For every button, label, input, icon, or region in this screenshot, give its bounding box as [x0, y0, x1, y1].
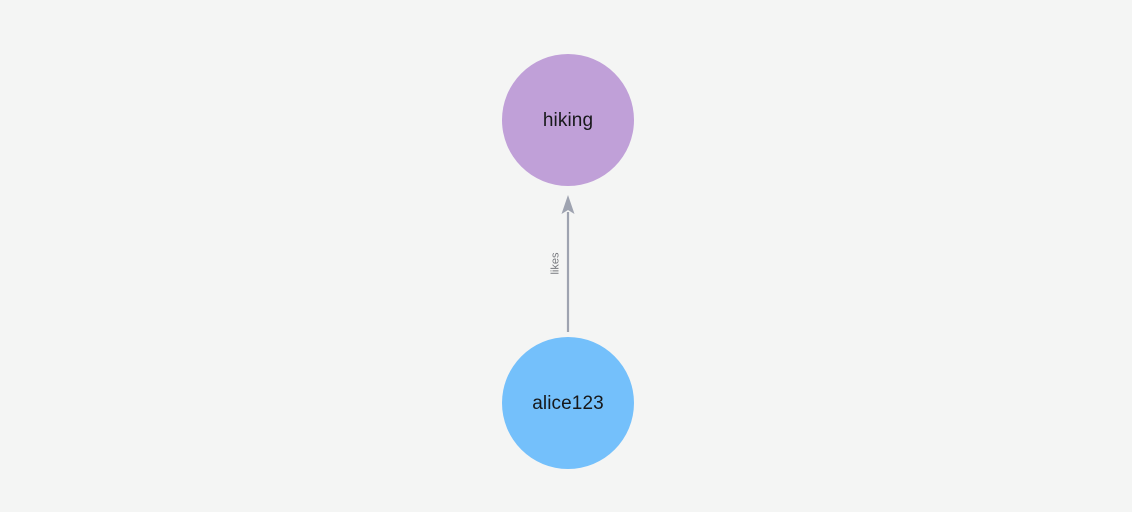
node-label-alice123: alice123	[532, 392, 604, 414]
node-label-hiking: hiking	[542, 109, 594, 131]
edge-label-likes: likes	[549, 252, 562, 275]
graph-node-hiking[interactable]: hiking	[502, 54, 634, 186]
arrowhead-icon	[561, 195, 575, 214]
graph-node-alice123[interactable]: alice123	[502, 337, 634, 469]
edge-alice123-likes-hiking[interactable]	[561, 195, 575, 332]
